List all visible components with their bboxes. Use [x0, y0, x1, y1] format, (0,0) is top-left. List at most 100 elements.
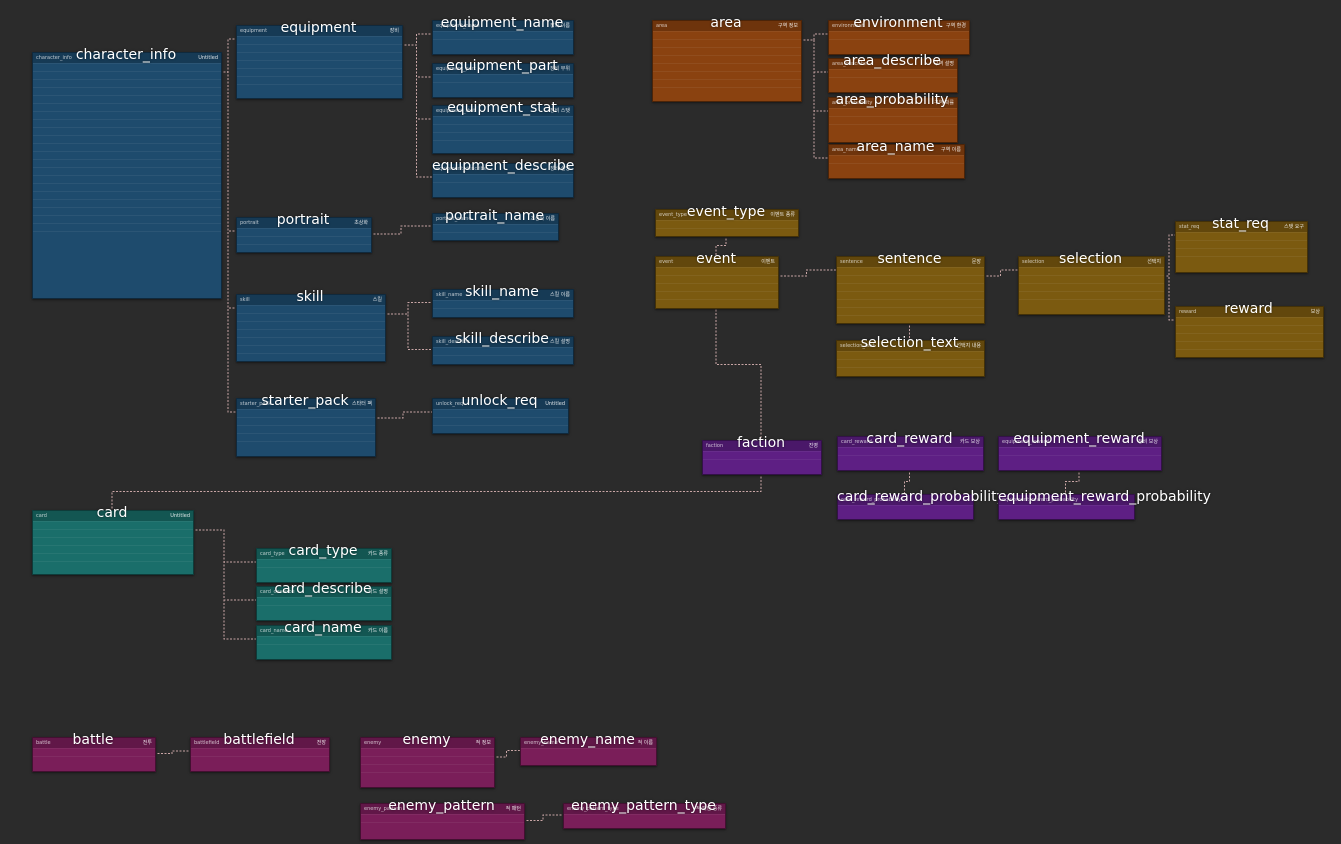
- column-row[interactable]: [33, 191, 221, 199]
- column-row[interactable]: [829, 155, 964, 163]
- column-row[interactable]: [653, 79, 801, 87]
- column-row[interactable]: [656, 267, 778, 275]
- column-row[interactable]: [838, 505, 973, 513]
- column-row[interactable]: [257, 567, 391, 575]
- table-card-reward-probability[interactable]: card_reward_probability: [837, 494, 974, 520]
- column-row[interactable]: [33, 119, 221, 127]
- column-row[interactable]: [653, 47, 801, 55]
- column-row[interactable]: [433, 417, 568, 425]
- column-row[interactable]: [237, 228, 371, 236]
- column-row[interactable]: [33, 127, 221, 135]
- column-row[interactable]: [653, 87, 801, 95]
- column-row[interactable]: [829, 116, 957, 124]
- column-row[interactable]: [33, 756, 155, 764]
- column-row[interactable]: [653, 63, 801, 71]
- column-row[interactable]: [433, 39, 573, 47]
- column-row[interactable]: [361, 822, 524, 830]
- column-row[interactable]: [1176, 256, 1307, 264]
- column-row[interactable]: [237, 313, 385, 321]
- column-row[interactable]: [257, 644, 391, 652]
- column-row[interactable]: [33, 103, 221, 111]
- column-row[interactable]: [237, 425, 375, 433]
- column-row[interactable]: [361, 756, 494, 764]
- column-row[interactable]: [703, 451, 821, 459]
- column-row[interactable]: [33, 748, 155, 756]
- column-row[interactable]: [33, 529, 193, 537]
- column-row[interactable]: [33, 199, 221, 207]
- column-row[interactable]: [33, 135, 221, 143]
- column-row[interactable]: [837, 359, 984, 367]
- column-row[interactable]: [237, 441, 375, 449]
- column-row[interactable]: [837, 315, 984, 323]
- column-row[interactable]: [33, 183, 221, 191]
- column-row[interactable]: [1176, 240, 1307, 248]
- column-row[interactable]: [1176, 325, 1323, 333]
- column-row[interactable]: [237, 321, 385, 329]
- column-row[interactable]: [237, 329, 385, 337]
- column-row[interactable]: [433, 232, 558, 240]
- column-row[interactable]: [1176, 317, 1323, 325]
- column-row[interactable]: [656, 220, 798, 228]
- column-row[interactable]: [837, 367, 984, 375]
- column-row[interactable]: [361, 772, 494, 780]
- column-row[interactable]: [433, 116, 573, 124]
- column-row[interactable]: [33, 87, 221, 95]
- column-row[interactable]: [564, 814, 725, 822]
- column-row[interactable]: [837, 351, 984, 359]
- column-row[interactable]: [433, 74, 573, 82]
- column-row[interactable]: [33, 151, 221, 159]
- column-row[interactable]: [433, 182, 573, 190]
- column-row[interactable]: [33, 231, 221, 239]
- column-row[interactable]: [1176, 232, 1307, 240]
- column-row[interactable]: [191, 756, 329, 764]
- column-row[interactable]: [837, 283, 984, 291]
- column-row[interactable]: [33, 143, 221, 151]
- column-row[interactable]: [257, 636, 391, 644]
- column-row[interactable]: [433, 31, 573, 39]
- column-row[interactable]: [1019, 275, 1164, 283]
- column-row[interactable]: [33, 553, 193, 561]
- column-row[interactable]: [837, 275, 984, 283]
- column-row[interactable]: [361, 814, 524, 822]
- column-row[interactable]: [257, 597, 391, 605]
- column-row[interactable]: [33, 561, 193, 569]
- column-row[interactable]: [33, 215, 221, 223]
- column-row[interactable]: [433, 132, 573, 140]
- column-row[interactable]: [829, 124, 957, 132]
